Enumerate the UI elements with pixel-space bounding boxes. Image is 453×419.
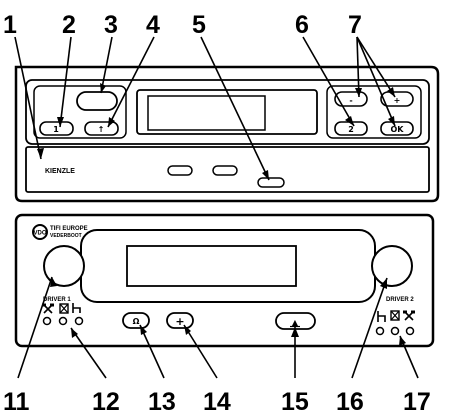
leader-13 <box>139 324 165 379</box>
availability-box-icon-2 <box>390 310 400 321</box>
ok-button[interactable] <box>380 121 414 136</box>
callout-7: 7 <box>348 11 362 39</box>
leader-2 <box>59 36 72 128</box>
driver2-button-glyph: 2 <box>348 125 354 134</box>
ok-button-glyph: OK <box>391 125 405 134</box>
button-13-glyph: Ω <box>133 317 140 326</box>
driver2-led-1 <box>375 326 385 336</box>
top-display-screen <box>147 95 266 131</box>
callout-11: 11 <box>3 388 30 416</box>
button-14-glyph: + <box>175 315 184 328</box>
bottom-unit-bezel <box>14 213 435 348</box>
plus-button[interactable] <box>380 91 414 107</box>
minus-button-glyph: - <box>349 96 352 105</box>
leader-16 <box>351 277 388 379</box>
driver1-label: DRIVER 1 <box>43 297 71 303</box>
button-14-plus[interactable] <box>166 312 194 329</box>
driver2-label: DRIVER 2 <box>386 297 414 303</box>
driver2-led-2 <box>390 326 400 336</box>
slot-button-left[interactable] <box>167 165 193 176</box>
availability-box-icon <box>59 303 69 314</box>
driver1-activity-icons <box>42 303 81 314</box>
callout-15: 15 <box>281 388 309 416</box>
top-unit-button-panel <box>25 79 430 145</box>
bottom-display-frame <box>80 229 376 303</box>
leader-1 <box>14 36 42 160</box>
bottom-brand-line2: VEDERBOOT <box>50 233 82 239</box>
leader-lines <box>14 36 419 379</box>
callout-numbers: 1 2 3 4 5 6 7 11 12 13 14 15 16 17 <box>3 11 431 416</box>
top-unit-lower-panel <box>25 146 430 193</box>
work-hammers-icon-2 <box>403 310 415 321</box>
right-knob[interactable] <box>371 245 413 287</box>
right-button-bay <box>326 85 422 139</box>
driver1-button[interactable] <box>39 121 74 136</box>
work-hammers-icon <box>42 303 54 314</box>
driver2-led-3 <box>405 326 415 336</box>
leader-arrowheads <box>37 83 406 346</box>
slot-button-middle[interactable] <box>212 165 238 176</box>
callout-14: 14 <box>203 388 231 416</box>
leader-14 <box>183 324 218 379</box>
leader-7a <box>356 36 360 98</box>
leader-4 <box>107 36 155 128</box>
callout-17: 17 <box>403 388 431 416</box>
callout-13: 13 <box>148 388 176 416</box>
driver1-led-3 <box>74 316 84 326</box>
button-13[interactable] <box>122 312 150 329</box>
slot-button-right[interactable] <box>257 177 285 188</box>
left-knob[interactable] <box>43 245 85 287</box>
callout-5: 5 <box>192 11 206 39</box>
left-button-bay <box>33 85 127 139</box>
svg-text:VDO: VDO <box>33 231 46 237</box>
callout-3: 3 <box>104 11 118 39</box>
leader-3 <box>100 36 113 94</box>
driver1-led-1 <box>42 316 52 326</box>
rest-bed-icon <box>72 303 81 313</box>
leader-12 <box>70 327 107 379</box>
bottom-brand-line1: TIFI EUROPE <box>50 226 88 232</box>
driver1-led-2 <box>58 316 68 326</box>
bottom-tachograph-unit: VDO TIFI EUROPE VEDERBOOT DRIVER 1 <box>14 213 435 348</box>
leader-5 <box>200 36 270 181</box>
plus-button-glyph: + <box>394 96 401 105</box>
driver2-activity-icons <box>377 310 415 322</box>
callout-2: 2 <box>62 11 76 39</box>
callout-6: 6 <box>295 11 309 39</box>
callout-1: 1 <box>3 11 17 39</box>
button-15-glyph: ▲ <box>292 318 299 327</box>
top-tachograph-unit: 1 ↑ - + 2 OK KIENZLE <box>14 65 440 203</box>
bottom-display-screen <box>126 245 297 287</box>
callout-16: 16 <box>336 388 364 416</box>
kienzle-brand-label: KIENZLE <box>45 168 75 175</box>
leader-7c <box>356 36 396 127</box>
leader-6 <box>302 36 355 127</box>
callout-12: 12 <box>92 388 120 416</box>
top-unit-bezel <box>14 65 440 203</box>
callout-4: 4 <box>146 11 160 39</box>
rest-bed-icon-2 <box>377 311 386 322</box>
card-slot-button[interactable] <box>76 91 118 111</box>
vdo-logo-icon: VDO <box>32 224 48 240</box>
leader-7b <box>356 36 396 98</box>
leader-11 <box>17 276 53 379</box>
eject-button-glyph: ↑ <box>98 125 105 134</box>
driver1-button-glyph: 1 <box>53 125 59 134</box>
